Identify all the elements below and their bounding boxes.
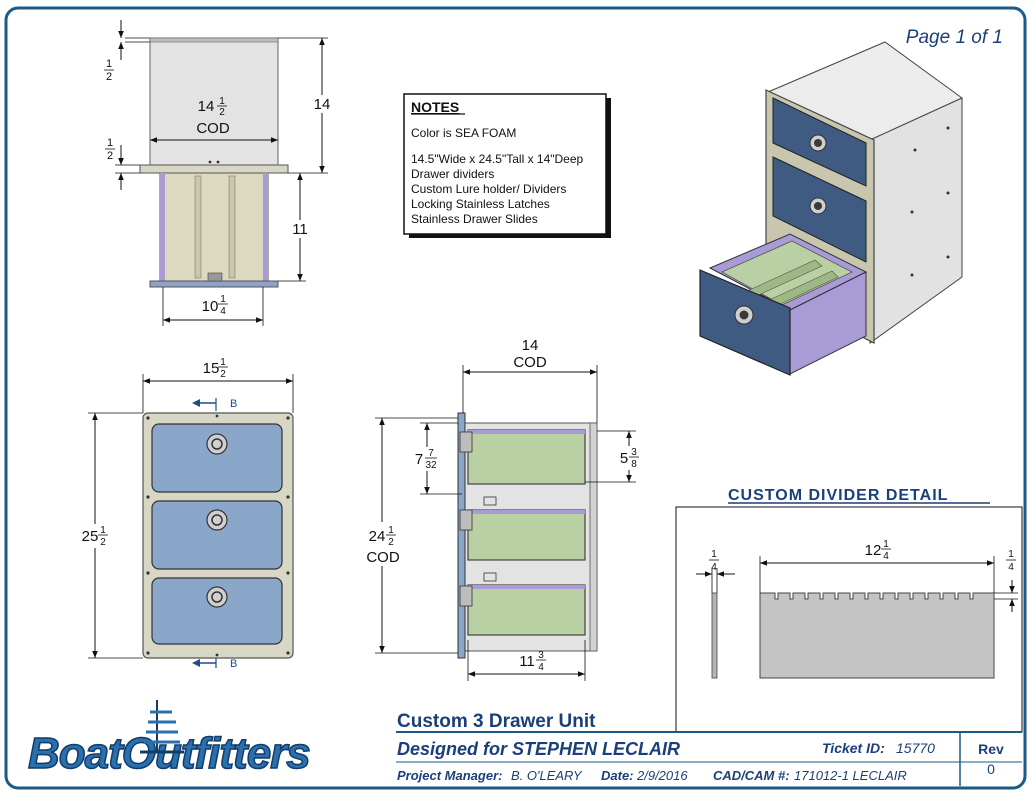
cad-value: 171012-1 LECLAIR [794, 768, 907, 783]
side-height-num: 1 [388, 525, 394, 536]
divider-detail: CUSTOM DIVIDER DETAIL 12 1 4 1 4 1 4 [675, 487, 1023, 733]
front-height-num: 1 [100, 525, 106, 536]
front-drawer-1 [151, 423, 283, 493]
ticket-value: 15770 [896, 740, 935, 756]
notes-line-2: Drawer dividers [411, 167, 494, 181]
isometric-view [699, 41, 963, 376]
top-width-num: 1 [219, 96, 225, 107]
side-drawer-2 [467, 509, 586, 561]
top-view: 1 2 1 2 14 1 2 COD 14 11 10 1 4 [104, 20, 332, 326]
front-width-den: 2 [220, 369, 226, 380]
front-height-whole: 25 [82, 528, 99, 545]
side-box-whole: 5 [620, 450, 628, 467]
top-base-num: 1 [220, 294, 226, 305]
front-drawer-3 [151, 577, 283, 645]
pm-label: Project Manager: [397, 768, 502, 783]
side-view: 14 COD 24 1 2 COD 7 7 32 5 3 8 11 3 4 [365, 337, 642, 681]
side-drawer-depth-whole: 11 [519, 653, 535, 670]
side-box-num: 3 [631, 447, 637, 458]
product-name: Custom 3 Drawer Unit [397, 711, 596, 732]
svg-text:14: 14 [198, 98, 215, 115]
rev-value: 0 [987, 761, 995, 777]
top-width-den: 2 [219, 107, 225, 118]
divider-face-view [759, 592, 995, 679]
svg-text:1: 1 [107, 137, 113, 149]
side-open-den: 32 [425, 460, 437, 471]
notes-line-3: Custom Lure holder/ Dividers [411, 182, 566, 196]
front-width-num: 1 [220, 357, 226, 368]
designed-for: Designed for STEPHEN LECLAIR [397, 739, 680, 759]
front-view: B B 15 1 2 25 1 2 [78, 357, 294, 670]
section-label-bottom: B [230, 658, 237, 670]
side-drawer-1 [467, 429, 586, 485]
top-height-bottom: 11 [292, 221, 308, 238]
side-depth-whole: 14 [522, 337, 539, 354]
top-half-top-den: 2 [106, 71, 112, 83]
brand-logo: BoatOutfitters [27, 700, 312, 779]
section-label-top: B [230, 398, 237, 410]
date-label: Date: [601, 768, 634, 783]
divider-notch-den: 4 [1008, 562, 1014, 573]
side-drawer-depth-den: 4 [538, 662, 544, 673]
divider-notch-num: 1 [1008, 549, 1014, 560]
front-drawer-2 [151, 500, 283, 570]
svg-text:1: 1 [106, 58, 112, 70]
date-value: 2/9/2016 [636, 768, 688, 783]
title-block: BoatOutfitters Custom 3 Drawer Unit Desi… [27, 700, 1022, 786]
divider-length-whole: 12 [865, 542, 882, 559]
top-half-mid-den: 2 [107, 150, 113, 162]
side-depth-note: COD [513, 354, 547, 371]
side-open-whole: 7 [415, 451, 423, 468]
top-half-top-num: 1 [106, 58, 112, 70]
front-height-den: 2 [100, 537, 106, 548]
divider-thick-num: 1 [711, 549, 717, 560]
notes-line-4: Locking Stainless Latches [411, 197, 550, 211]
top-height-top: 14 [314, 96, 331, 113]
notes-line-0: Color is SEA FOAM [411, 126, 516, 140]
side-drawer-depth-num: 3 [538, 650, 544, 661]
divider-detail-title: CUSTOM DIVIDER DETAIL [728, 487, 948, 504]
top-base-den: 4 [220, 306, 226, 317]
pm-value: B. O'LEARY [511, 768, 583, 783]
side-box-den: 8 [631, 459, 637, 470]
svg-text:2: 2 [106, 71, 112, 83]
page-label: Page 1 of 1 [906, 27, 1003, 48]
ticket-label: Ticket ID: [822, 740, 885, 756]
top-base-whole: 10 [202, 298, 219, 315]
divider-edge-view [711, 592, 718, 679]
notes-line-5: Stainless Drawer Slides [411, 212, 538, 226]
notes-line-1: 14.5"Wide x 24.5"Tall x 14"Deep [411, 152, 584, 166]
top-width-note: COD [196, 120, 230, 137]
notes-box: NOTES Color is SEA FOAM 14.5"Wide x 24.5… [403, 93, 611, 238]
side-height-whole: 24 [369, 528, 386, 545]
sheet-border [4, 6, 1027, 790]
sailboat-icon [140, 700, 184, 754]
top-half-mid-num: 1 [107, 137, 113, 149]
latch-icon [206, 433, 228, 608]
divider-length-den: 4 [883, 551, 889, 562]
front-width-whole: 15 [203, 360, 220, 377]
notes-heading: NOTES [411, 99, 459, 115]
side-open-num: 7 [428, 448, 434, 459]
cad-label: CAD/CAM #: [713, 768, 790, 783]
svg-text:2: 2 [107, 150, 113, 162]
side-height-den: 2 [388, 537, 394, 548]
divider-thick-den: 4 [711, 562, 717, 573]
rev-label: Rev [978, 741, 1004, 757]
side-height-note: COD [366, 549, 400, 566]
side-drawer-3 [467, 584, 586, 636]
divider-length-num: 1 [883, 539, 889, 550]
top-width-whole: 14 [198, 98, 215, 115]
